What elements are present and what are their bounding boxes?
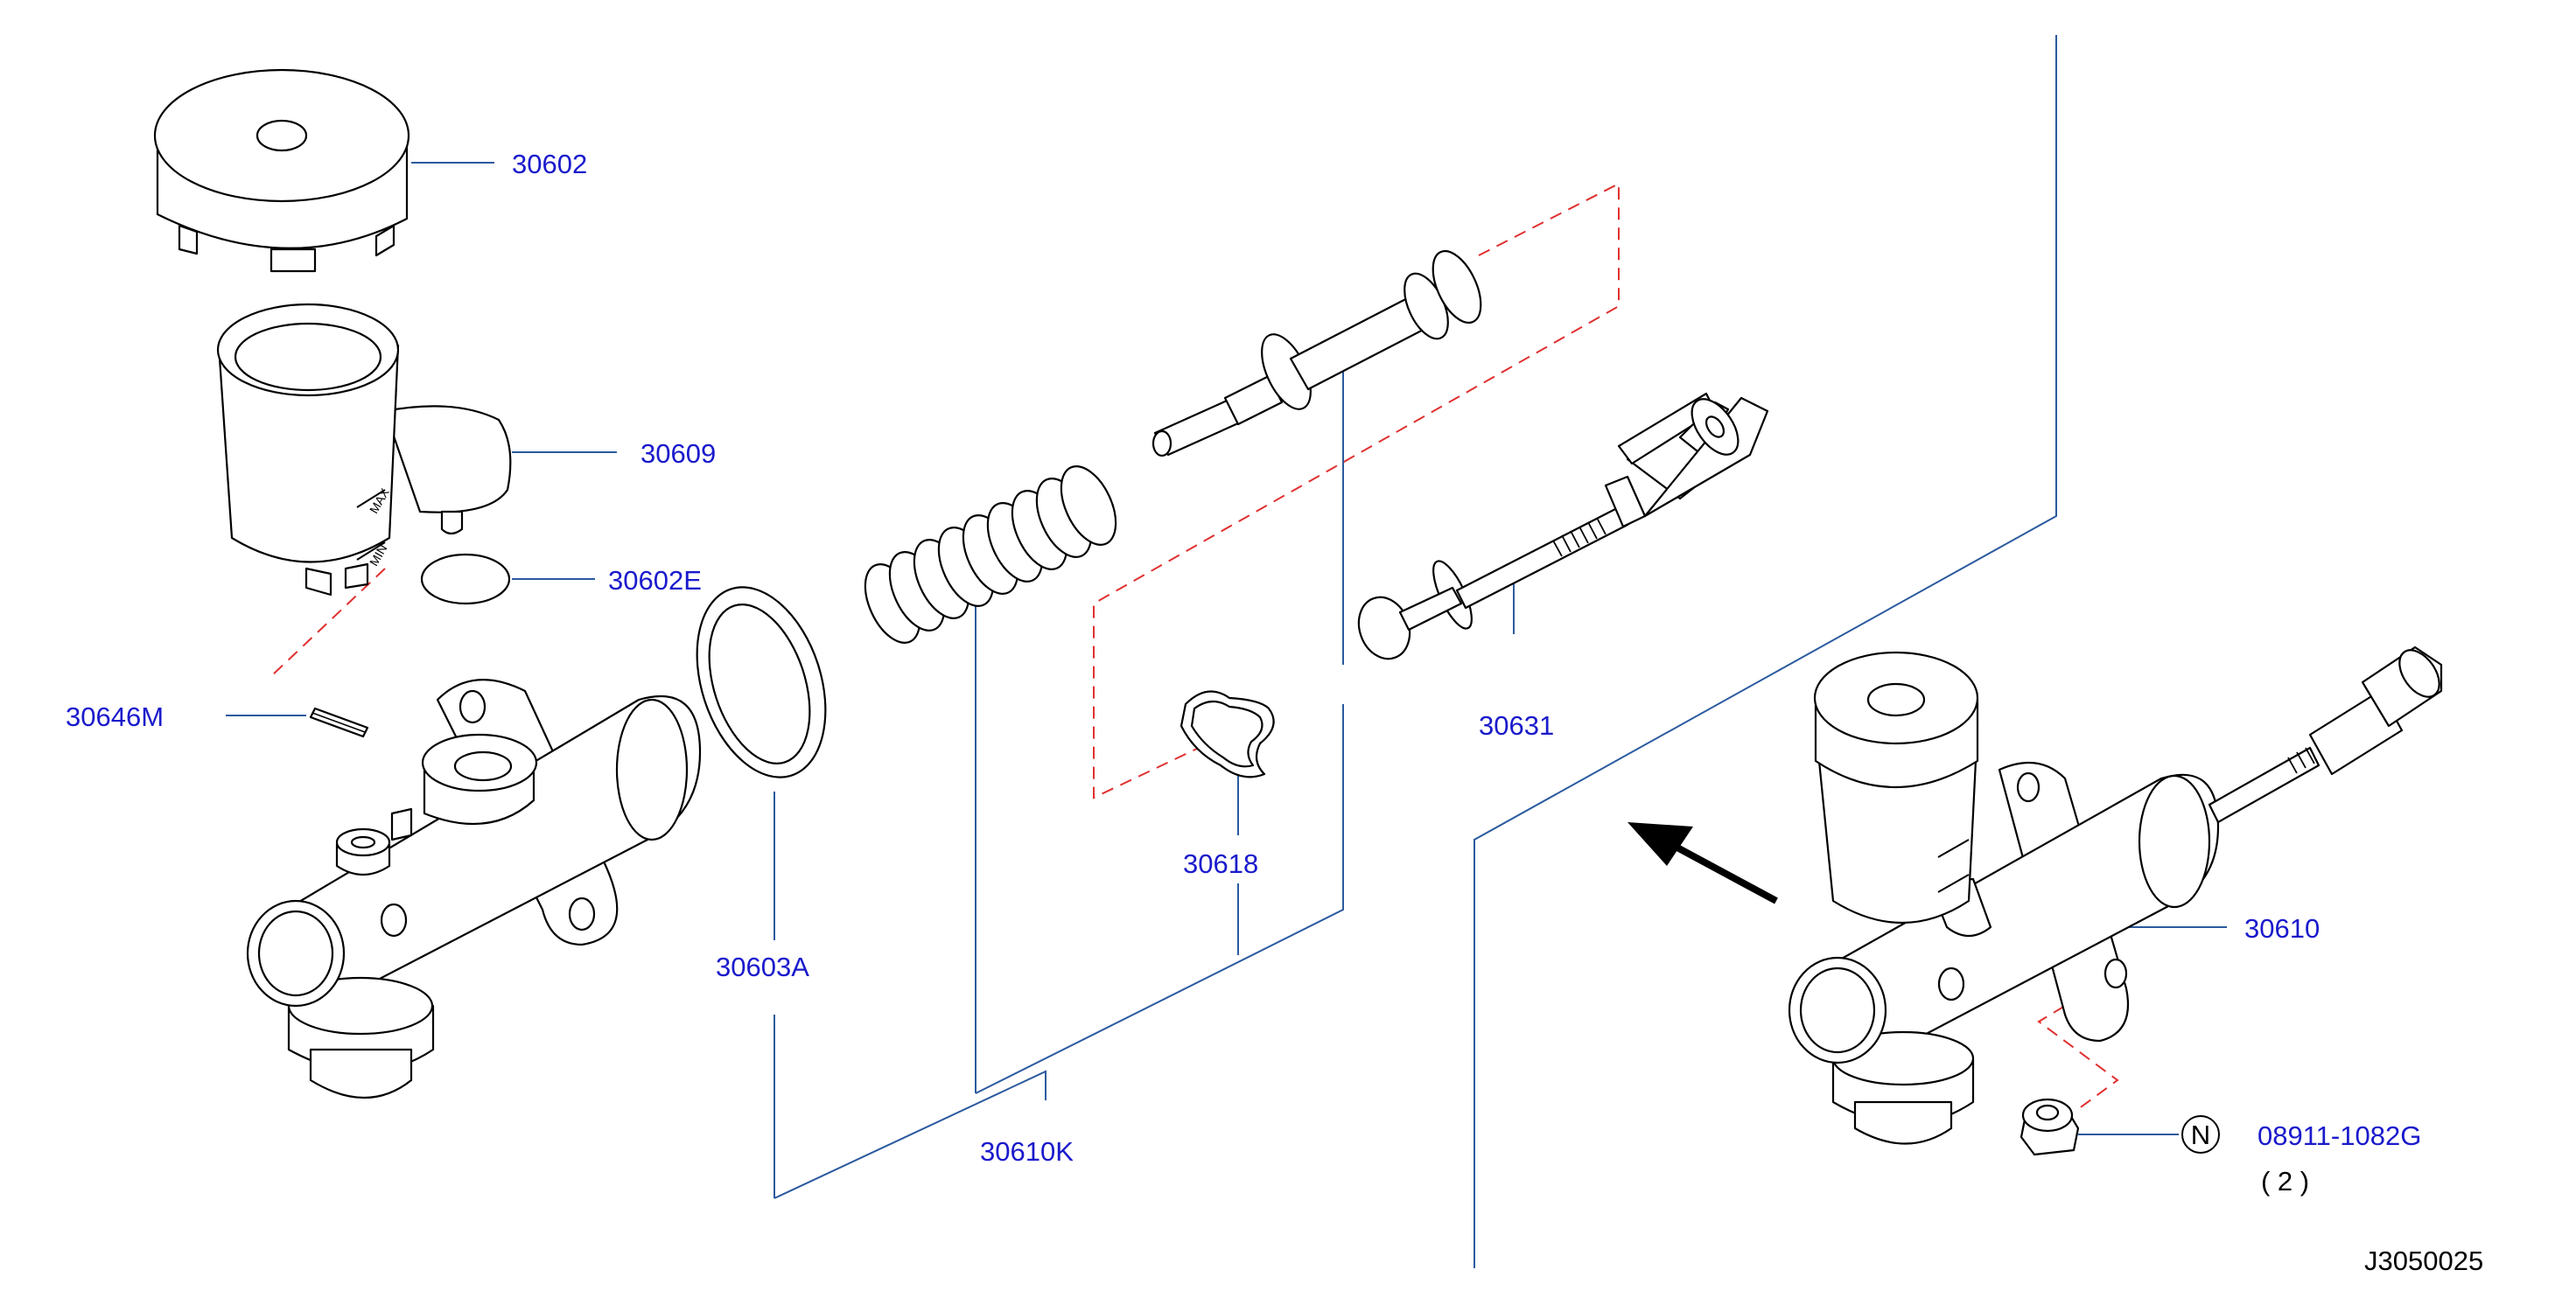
label-30603a[interactable]: 30603A [716,952,809,982]
arrow-icon [1628,822,1778,904]
o-ring[interactable] [420,553,511,605]
nut-symbol-letter: N [2191,1120,2210,1150]
dust-seal[interactable] [675,570,849,793]
label-30602[interactable]: 30602 [512,149,587,179]
label-30646m[interactable]: 30646M [66,701,164,732]
label-30618[interactable]: 30618 [1183,848,1258,879]
push-rod[interactable] [1350,391,1769,666]
label-30602e[interactable]: 30602E [608,565,702,596]
diagram-code: J3050025 [2364,1246,2483,1276]
return-spring[interactable] [854,458,1127,652]
reservoir-tank[interactable]: MAX MIN [216,303,512,597]
label-30609[interactable]: 30609 [640,438,716,469]
stopper-plate[interactable] [1180,690,1275,778]
label-08911-1082g[interactable]: 08911-1082G [2258,1120,2421,1151]
master-cylinder-body[interactable] [246,679,702,1099]
label-30610[interactable]: 30610 [2244,913,2320,944]
spring-pin[interactable] [309,707,369,738]
label-30610k[interactable]: 30610K [980,1136,1074,1167]
level-marks-assembly [1937,839,1970,893]
part-labels: 30602 30609 30602E 30646M 30603A 30618 3… [66,149,2483,1276]
piston[interactable] [1152,244,1491,457]
leader-lines [226,35,2227,1268]
reservoir-cap[interactable] [153,68,410,273]
nut-quantity: ( 2 ) [2261,1166,2309,1197]
flange-nut[interactable] [2020,1098,2080,1156]
clutch-master-cylinder-assembly[interactable] [1788,643,2447,1145]
nut-symbol: N [2181,1115,2220,1154]
label-30631[interactable]: 30631 [1479,710,1554,741]
